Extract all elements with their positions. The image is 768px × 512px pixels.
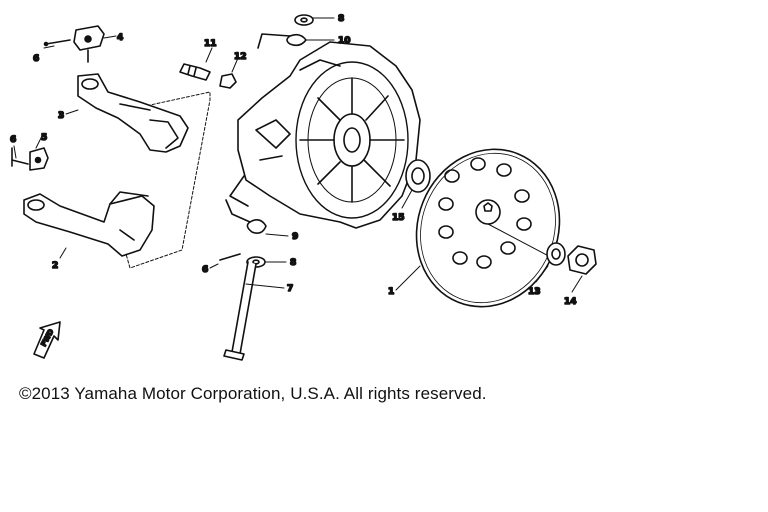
label-7: 7 (287, 284, 293, 294)
part-10-spring (257, 33, 307, 49)
part-12-nut (219, 73, 237, 89)
part-1-brake-disc (415, 148, 561, 308)
label-4: 4 (117, 33, 123, 43)
label-3: 3 (58, 111, 64, 121)
part-2-lower-arm (23, 191, 155, 257)
part-8-washer-top (294, 14, 314, 26)
copyright-notice: ©2013 Yamaha Motor Corporation, U.S.A. A… (19, 384, 487, 403)
fwd-arrow-icon: FWD (33, 321, 61, 359)
label-6-top: 6 (33, 54, 39, 64)
part-6-pin-top (43, 39, 71, 47)
part-13-washer (546, 242, 566, 266)
label-9: 9 (292, 232, 298, 242)
label-1: 1 (388, 287, 394, 297)
label-8-lower: 8 (290, 258, 296, 268)
label-11: 11 (204, 39, 217, 49)
leader-lines (13, 17, 583, 293)
part-9-spring (225, 199, 267, 234)
label-13: 13 (528, 287, 541, 297)
part-6-pin-lower (219, 253, 241, 261)
part-5-clip (29, 147, 49, 171)
label-14: 14 (564, 297, 577, 307)
part-11-bolt (179, 63, 211, 81)
part-4-clip (73, 25, 105, 63)
label-8-top: 8 (338, 14, 344, 24)
part-15-washer (405, 159, 431, 193)
part-3-upper-arm (77, 73, 189, 153)
part-6-pin-left (11, 147, 29, 167)
part-14-nut (567, 245, 597, 275)
parts-exploded-diagram: 4 6 3 5 6 2 11 12 8 10 9 8 7 1 6 15 1 13… (9, 13, 597, 361)
part-7-shaft (223, 261, 257, 361)
label-12: 12 (234, 52, 247, 62)
label-5: 5 (41, 133, 47, 143)
label-2: 2 (52, 261, 58, 271)
label-6-lower-visible: 6 (202, 265, 208, 275)
drive-housing (229, 41, 421, 229)
bracket-boundary (117, 91, 211, 269)
label-15: 15 (392, 213, 405, 223)
label-6-left: 6 (10, 135, 16, 145)
label-10: 10 (338, 36, 351, 46)
